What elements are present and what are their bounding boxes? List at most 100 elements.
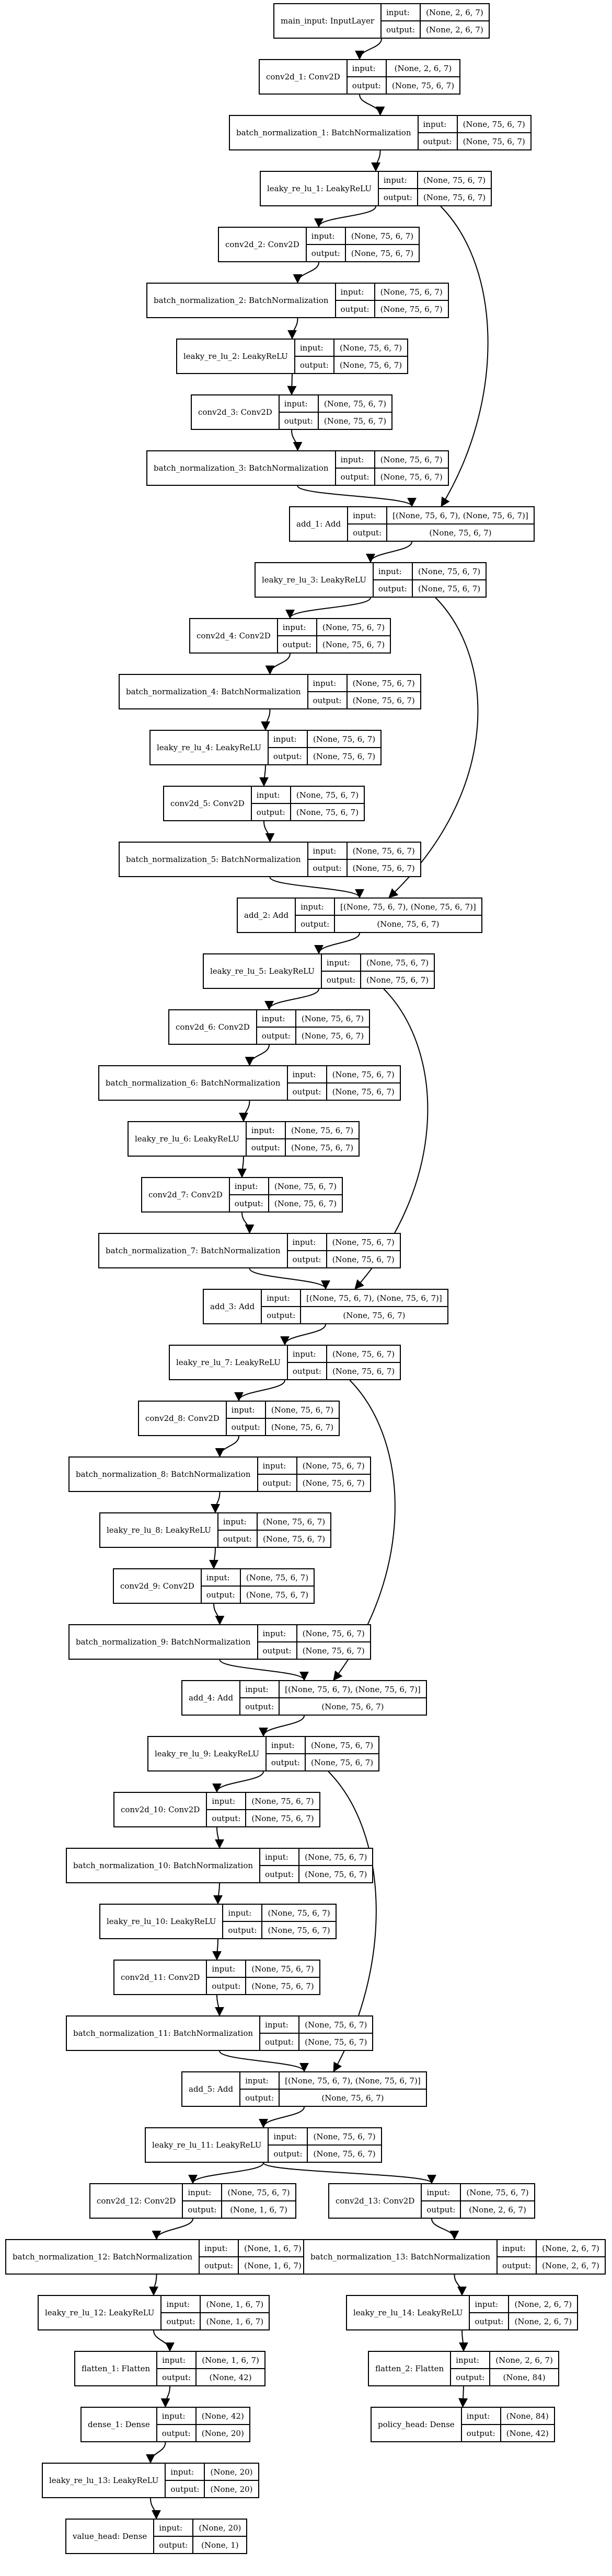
input-shape: (None, 75, 6, 7): [352, 678, 415, 688]
input-shape: (None, 84): [506, 2411, 549, 2421]
output-label: output:: [266, 1753, 305, 1770]
input-shape: (None, 75, 6, 7): [322, 622, 385, 632]
input-label: input:: [212, 1964, 236, 1974]
input-shape: (None, 75, 6, 7): [313, 2131, 376, 2141]
output-label: output:: [378, 188, 417, 205]
edge-conv2d-13-to-bn-13: [431, 2218, 459, 2240]
layer-name: conv2d_6: Conv2D: [176, 1022, 250, 1032]
output-label: output:: [258, 1641, 296, 1659]
output-label: output:: [260, 2033, 299, 2050]
output-shape: (None, 2, 6, 7): [421, 20, 489, 38]
output-label: output:: [347, 76, 386, 94]
input-shape: (None, 75, 6, 7): [268, 1908, 330, 1918]
output-label: output:: [321, 971, 360, 988]
output-shape: (None, 75, 6, 7): [299, 1865, 373, 1882]
input-shape: (None, 75, 6, 7): [418, 566, 481, 576]
layer-name: add_2: Add: [244, 911, 289, 920]
edge-add-1-to-lrelu-3: [366, 541, 412, 563]
edge-bn-2-to-lrelu-2: [287, 318, 298, 340]
edge-add-5-to-lrelu-11: [259, 2106, 305, 2128]
output-label: output:: [382, 20, 420, 38]
layer-name: conv2d_12: Conv2D: [97, 2196, 176, 2206]
input-label: input:: [245, 2076, 269, 2085]
input-label: input:: [188, 2187, 212, 2197]
input-label: input:: [245, 1684, 269, 1694]
layer-node-bn-1: batch_normalization_1: BatchNormalizatio…: [229, 115, 532, 150]
edge-bn-8-to-lrelu-8: [211, 1491, 221, 1513]
input-shape: (None, 1, 6, 7): [244, 2243, 302, 2253]
edge-lrelu-3-to-add-2: [388, 597, 479, 899]
input-shape: (None, 75, 6, 7): [251, 1964, 314, 1974]
output-label: output:: [287, 1082, 326, 1100]
output-label: output:: [154, 2536, 193, 2553]
output-label: output:: [336, 468, 374, 485]
input-label: input:: [262, 1461, 286, 1471]
output-shape: (None, 75, 6, 7): [297, 1641, 370, 1659]
layer-name: batch_normalization_3: BatchNormalizatio…: [154, 463, 329, 473]
input-label: input:: [234, 1181, 258, 1191]
input-shape: (None, 75, 6, 7): [366, 958, 429, 968]
output-shape: (None, 75, 6, 7): [240, 1586, 314, 1603]
input-label: input:: [383, 175, 407, 185]
layer-name: leaky_re_lu_10: LeakyReLU: [107, 1917, 216, 1926]
output-shape: (None, 75, 6, 7): [297, 1474, 370, 1491]
layer-name: policy_head: Dense: [378, 2420, 455, 2429]
layer-name: conv2d_13: Conv2D: [336, 2196, 415, 2206]
layer-name: leaky_re_lu_5: LeakyReLU: [210, 966, 315, 976]
input-shape: (None, 75, 6, 7): [339, 343, 402, 353]
input-shape: (None, 20): [199, 2523, 241, 2533]
output-shape: (None, 75, 6, 7): [327, 1082, 400, 1100]
edge-lrelu-6-to-conv2d-7: [237, 1156, 247, 1178]
edge-lrelu-11-to-conv2d-12: [188, 2162, 264, 2184]
layer-name: batch_normalization_5: BatchNormalizatio…: [126, 855, 301, 864]
output-shape: (None, 2, 6, 7): [537, 2256, 605, 2274]
input-shape: (None, 75, 6, 7): [463, 119, 525, 129]
output-label: output:: [257, 1027, 295, 1044]
output-label: output:: [295, 356, 333, 373]
edge-bn-4-to-lrelu-4: [261, 709, 271, 731]
layer-name: add_3: Add: [210, 1302, 255, 1311]
output-shape: (None, 75, 6, 7): [285, 1138, 359, 1156]
output-shape: (None, 42): [197, 2368, 264, 2385]
input-label: input:: [262, 1628, 286, 1638]
output-label: output:: [240, 1697, 279, 1715]
output-label: output:: [461, 2424, 500, 2441]
output-label: output:: [200, 2256, 238, 2274]
layer-name: conv2d_9: Conv2D: [120, 1581, 194, 1591]
layer-name: leaky_re_lu_13: LeakyReLU: [49, 2476, 159, 2485]
layer-name: conv2d_5: Conv2D: [170, 799, 245, 808]
edge-lrelu-8-to-conv2d-9: [209, 1547, 219, 1569]
layer-name: conv2d_2: Conv2D: [225, 240, 299, 249]
output-shape: (None, 75, 6, 7): [265, 1418, 339, 1435]
input-label: input:: [265, 2020, 288, 2030]
layer-node-bn-9: batch_normalization_9: BatchNormalizatio…: [68, 1624, 371, 1660]
output-shape: (None, 75, 6, 7): [387, 523, 534, 541]
layer-name: leaky_re_lu_1: LeakyReLU: [267, 184, 372, 193]
edge-conv2d-6-to-bn-6: [245, 1044, 270, 1066]
input-label: input:: [340, 287, 364, 297]
layer-node-bn-10: batch_normalization_10: BatchNormalizati…: [66, 1848, 374, 1883]
input-shape: (None, 1, 6, 7): [206, 2299, 264, 2309]
input-shape: (None, 75, 6, 7): [332, 1069, 395, 1079]
input-label: input:: [170, 2467, 194, 2477]
output-shape: (None, 1): [193, 2536, 247, 2553]
output-label: output:: [258, 1474, 296, 1491]
layer-name: conv2d_10: Conv2D: [121, 1805, 200, 1814]
layer-node-bn-11: batch_normalization_11: BatchNormalizati…: [66, 2015, 374, 2051]
layer-node-bn-8: batch_normalization_8: BatchNormalizatio…: [68, 1456, 371, 1492]
output-label: output:: [260, 1865, 299, 1882]
output-shape: (None, 20): [196, 2424, 249, 2441]
input-shape: (None, 42): [201, 2411, 244, 2421]
output-shape: (None, 75, 6, 7): [317, 635, 390, 652]
edge-conv2d-10-to-bn-10: [214, 1827, 224, 1849]
